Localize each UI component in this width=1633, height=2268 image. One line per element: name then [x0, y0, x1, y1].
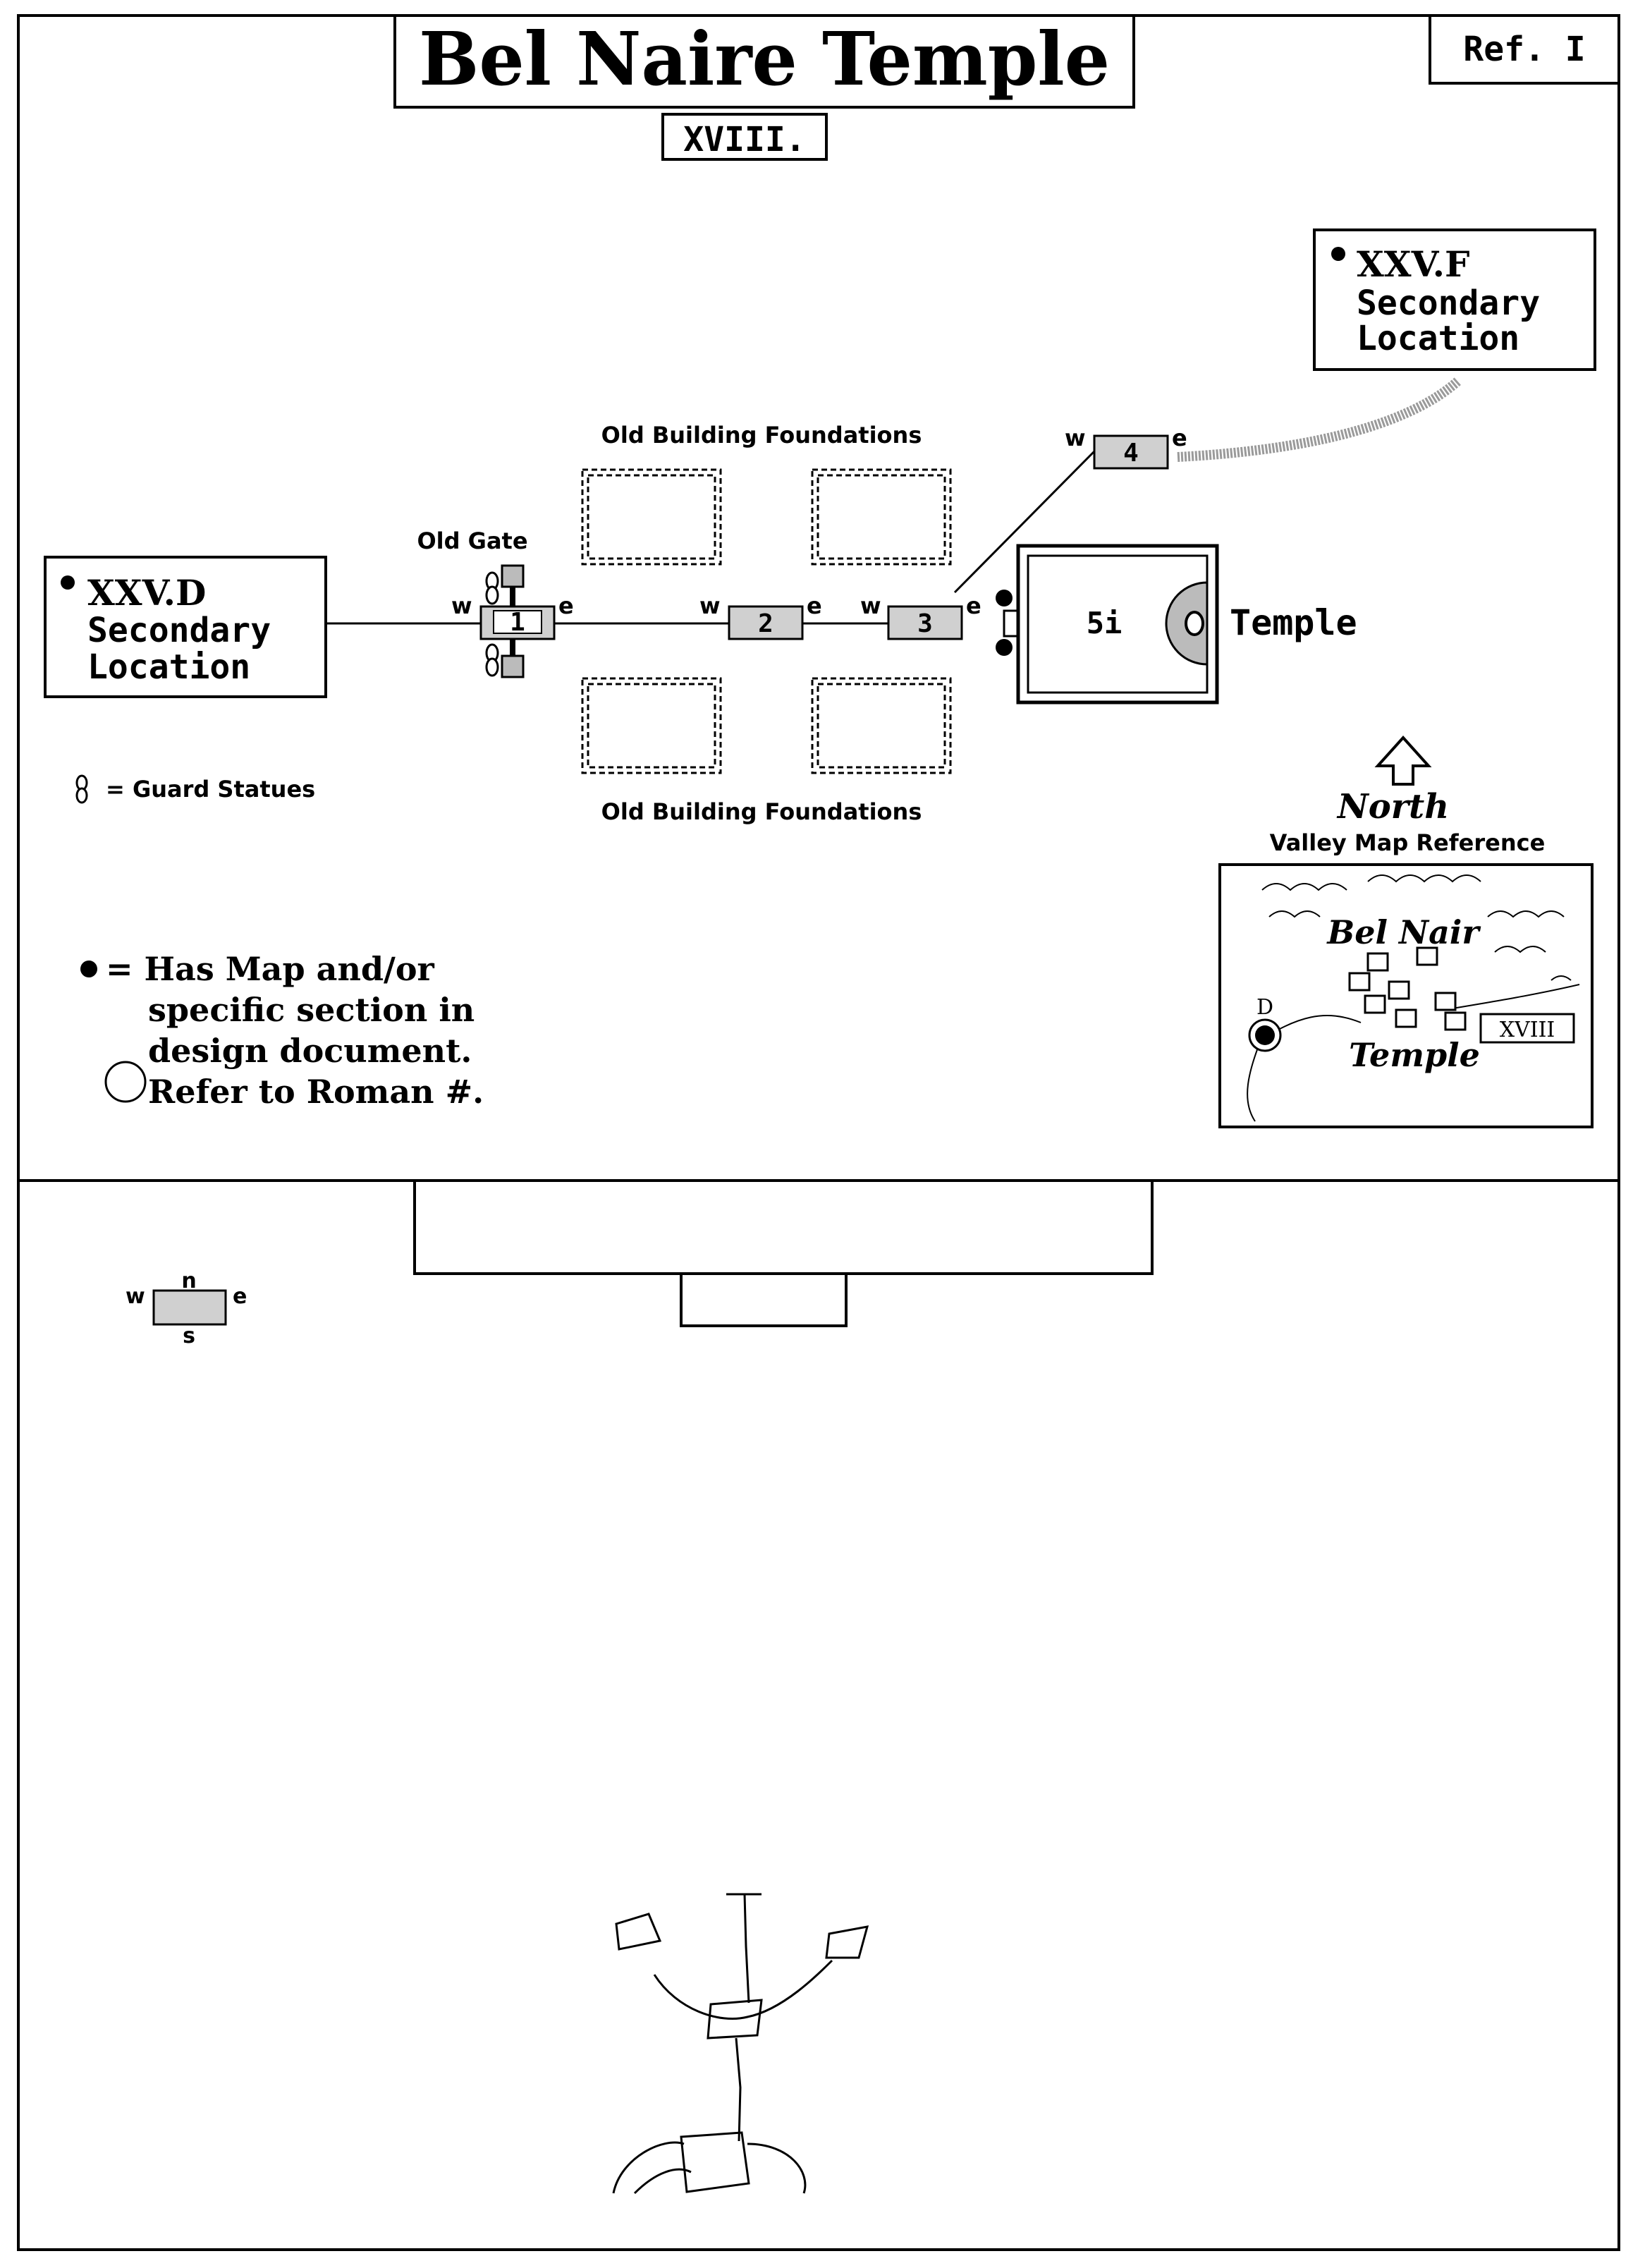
guard-statue-icon — [485, 564, 525, 608]
valley-map-marker: D — [1256, 995, 1273, 1020]
location-xxvf-code: XXV.F — [1357, 243, 1470, 285]
node-3-west: w — [860, 592, 881, 619]
node-4-west: w — [1065, 425, 1086, 451]
ref-label: Ref. I — [1463, 30, 1585, 69]
legend-map-line2: specific section in — [148, 991, 475, 1029]
temple-label: Temple — [1230, 602, 1357, 643]
foundations-label-top: Old Building Foundations — [601, 422, 922, 449]
temple-altar-ring — [1185, 611, 1204, 636]
north-arrow-icon — [1374, 736, 1432, 786]
guard-statue-icon — [485, 639, 525, 678]
node-4-box — [1093, 434, 1169, 470]
handdrawn-sketch — [612, 1893, 869, 2195]
guard-statue-icon — [75, 774, 88, 804]
foundations — [581, 468, 952, 774]
north-label: North — [1336, 787, 1449, 827]
lower-building-annex — [680, 1272, 848, 1327]
door-marker-icon — [996, 639, 1013, 656]
valley-map-inset — [1218, 863, 1594, 1128]
valley-map-name2: Temple — [1349, 1036, 1480, 1074]
map-marker-icon — [80, 961, 97, 977]
location-xxvd-box — [44, 556, 327, 698]
location-xxvf-line1: Secondary — [1357, 284, 1540, 323]
foundations-label-bottom: Old Building Foundations — [601, 798, 922, 825]
node-2-number: 2 — [758, 609, 773, 638]
path-4-to-xxvf — [1177, 377, 1462, 462]
valley-map-name1: Bel Nair — [1326, 913, 1481, 951]
lower-building-outline — [413, 1179, 1154, 1275]
node-4-east: e — [1172, 425, 1187, 451]
location-xxvf-line2: Location — [1357, 319, 1519, 358]
old-gate-label: Old Gate — [417, 528, 527, 554]
node-1-number: 1 — [510, 608, 525, 637]
handdrawn-circle-icon — [104, 1061, 147, 1103]
temple-room-label: 5i — [1087, 606, 1123, 640]
map-marker-icon — [61, 575, 75, 590]
node-1-west: w — [451, 592, 472, 619]
valley-map-label: Valley Map Reference — [1270, 829, 1546, 856]
legend-map-line3: design document. — [148, 1032, 472, 1070]
compass-key-box — [152, 1289, 227, 1326]
node-1-east: e — [558, 592, 574, 619]
node-3-number: 3 — [917, 609, 933, 638]
path-3-to-4 — [953, 450, 1096, 594]
compass-key-w: w — [126, 1284, 145, 1309]
page-title: Bel Naire Temple — [419, 16, 1110, 102]
node-3-east: e — [966, 592, 981, 619]
temple-door — [1003, 609, 1020, 638]
node-3-box — [887, 605, 963, 640]
node-4-number: 4 — [1123, 439, 1139, 468]
map-marker-icon — [1331, 247, 1345, 261]
node-2-east: e — [807, 592, 822, 619]
location-xxvd-line2: Location — [87, 647, 250, 687]
section-numeral: XVIII. — [683, 120, 805, 159]
section-numeral-box — [661, 113, 828, 161]
legend-map-line1: = Has Map and/or — [106, 950, 435, 988]
valley-map-numeral: XVIII — [1500, 1018, 1555, 1042]
node-2-west: w — [699, 592, 721, 619]
location-xxvd-line1: Secondary — [87, 611, 271, 650]
compass-key-n: n — [181, 1269, 196, 1293]
compass-key-e: e — [233, 1284, 247, 1309]
location-xxvd-code: XXV.D — [87, 572, 206, 614]
node-2-box — [728, 605, 804, 640]
door-marker-icon — [996, 590, 1013, 606]
title-box — [393, 14, 1135, 109]
location-xxvf-box — [1313, 228, 1596, 371]
legend-guard-statues: = Guard Statues — [106, 776, 315, 803]
compass-key-s: s — [183, 1324, 195, 1348]
ref-box — [1429, 14, 1620, 85]
legend-map-line4: Refer to Roman #. — [148, 1073, 484, 1111]
